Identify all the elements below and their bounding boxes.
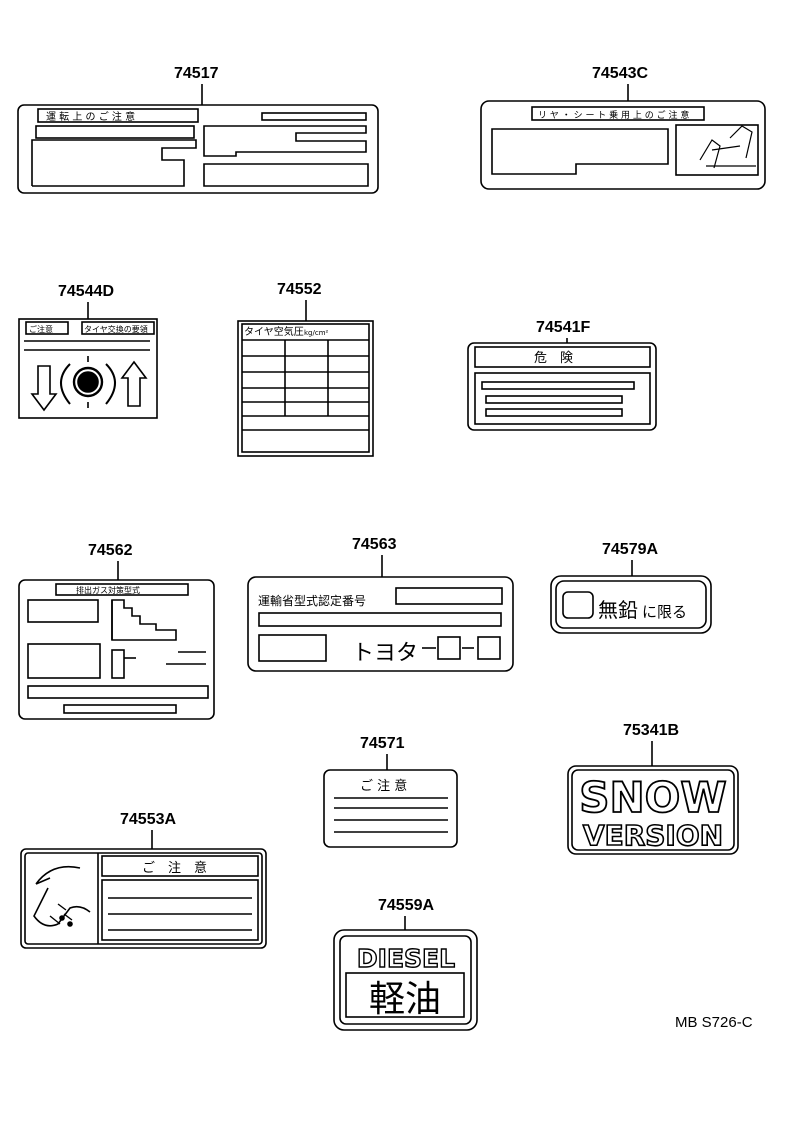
label-74544D-tag1: ご注意: [29, 324, 53, 334]
label-74579A-text2: に限る: [642, 603, 687, 621]
label-74579A-text1: 無鉛: [598, 598, 638, 622]
part-number-74552: 74552: [277, 281, 322, 298]
label-75341B-line2: VERSION: [583, 819, 723, 852]
seat-illustration-icon: [699, 125, 756, 169]
label-74552: 74552 タイヤ空気圧 kg/cm²: [237, 281, 374, 457]
label-75341B: 75341B SNOW VERSION: [567, 722, 739, 855]
label-74543C-title: リ ヤ ・ シ ー ト 乗 用 上 の ご 注 意: [538, 109, 689, 121]
label-74559A-line2: 軽油: [369, 979, 441, 1020]
tire-change-icon: [30, 356, 148, 412]
label-75341B-line1: SNOW: [579, 773, 726, 822]
label-74563-title: 運輸省型式認定番号: [258, 593, 366, 608]
part-number-74543C: 74543C: [592, 65, 648, 82]
label-74552-unit: kg/cm²: [304, 329, 329, 337]
part-number-75341B: 75341B: [623, 722, 679, 739]
part-number-74553A: 74553A: [120, 811, 176, 828]
label-74562-title: 排出ガス対策型式: [76, 585, 140, 595]
label-74559A-line1: DIESEL: [357, 944, 455, 973]
part-number-74562: 74562: [88, 542, 133, 559]
label-74544D-tag2: タイヤ交換の要領: [84, 324, 148, 334]
part-number-74544D: 74544D: [58, 283, 114, 300]
label-74544D: 74544D ご注意 タイヤ交換の要領: [18, 283, 158, 419]
label-74579A: 74579A 無鉛 に限る: [550, 541, 712, 634]
part-number-74559A: 74559A: [378, 897, 434, 914]
label-74563-code-prefix: トヨタ: [352, 641, 418, 666]
label-74543C: 74543C リ ヤ ・ シ ー ト 乗 用 上 の ご 注 意: [480, 65, 766, 190]
label-74571-title: ご 注 意: [360, 778, 407, 794]
label-74562: 74562 排出ガス対策型式: [18, 542, 215, 720]
label-74517-title: 運 転 上 の ご 注 意: [46, 110, 135, 123]
label-74541F: 74541F 危 険: [467, 319, 657, 431]
label-74552-title: タイヤ空気圧: [244, 325, 304, 338]
part-number-74571: 74571: [360, 735, 405, 752]
part-number-74563: 74563: [352, 536, 397, 553]
label-74571: 74571 ご 注 意: [323, 735, 458, 848]
part-number-74579A: 74579A: [602, 541, 658, 558]
label-74559A: 74559A DIESEL 軽油: [333, 897, 478, 1031]
label-74563: 74563 運輸省型式認定番号 トヨタ: [247, 536, 514, 672]
hand-caution-icon: [33, 865, 91, 927]
label-74553A: 74553A ご 注 意: [20, 811, 267, 949]
part-number-74541F: 74541F: [536, 319, 590, 336]
label-74517: 74517 運 転 上 の ご 注 意: [17, 65, 379, 194]
diagram-reference-code: MB S726-C: [675, 1014, 753, 1031]
part-number-74517: 74517: [174, 65, 219, 82]
label-74553A-title: ご 注 意: [142, 860, 207, 876]
label-74541F-title: 危 険: [534, 351, 573, 366]
